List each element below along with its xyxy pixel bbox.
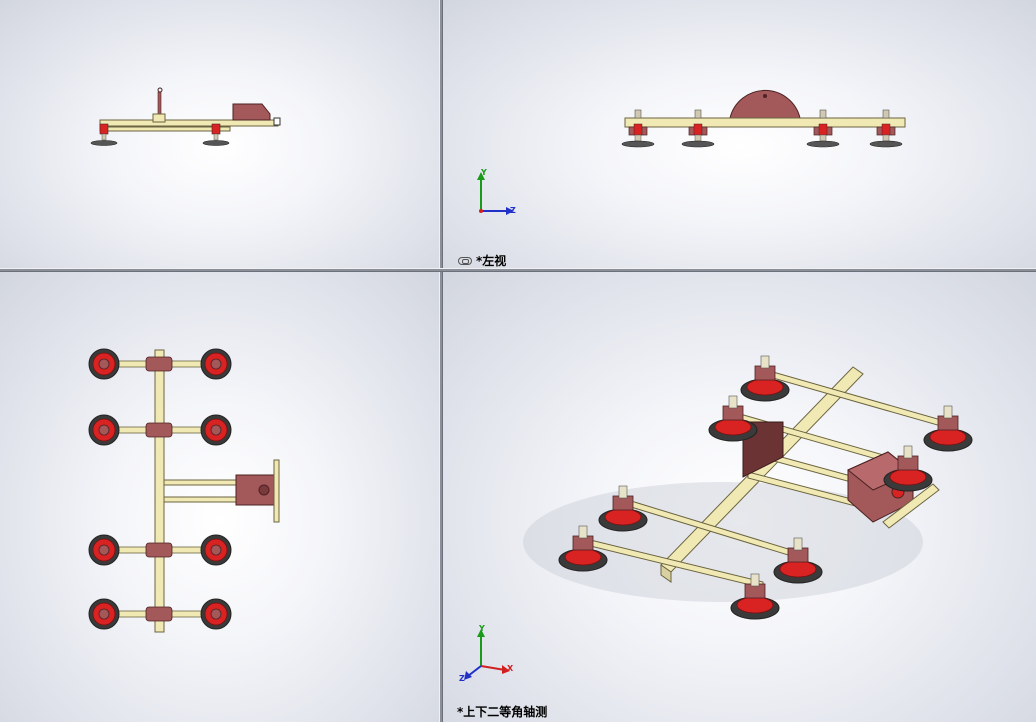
viewport-left[interactable]: Y Z *左视 (443, 0, 1036, 268)
suction-cup-unit (598, 485, 648, 532)
top-view-model (88, 348, 280, 633)
suction-cup-unit (730, 573, 780, 620)
suction-cup-unit (740, 355, 790, 402)
cup-arm (88, 534, 232, 566)
viewport-top[interactable] (0, 272, 439, 722)
horizontal-splitter[interactable] (0, 268, 1036, 272)
view-name-label-iso: *上下二等角轴测 (457, 703, 547, 720)
vertical-splitter[interactable] (439, 0, 443, 722)
suction-cup-unit (708, 395, 758, 442)
view-name-label: *左视 (458, 252, 506, 268)
suction-cup-unit (883, 445, 933, 492)
front-view-model (90, 87, 281, 146)
link-icon (458, 256, 472, 265)
view-name-text: *左视 (476, 254, 507, 268)
axis-label-y: Y (481, 168, 487, 177)
suction-cup-unit (681, 109, 715, 148)
isometric-view-model (523, 355, 973, 620)
suction-cup-unit (806, 109, 840, 148)
view-name-text-iso: *上下二等角轴测 (457, 705, 548, 719)
suction-cup-unit (558, 525, 608, 572)
suction-cup-unit (869, 109, 903, 148)
suction-cup-unit (621, 109, 655, 148)
axis-triad (477, 172, 514, 215)
suction-cup-unit (773, 537, 823, 584)
axis-triad-iso (464, 629, 510, 680)
suction-cup-unit (923, 405, 973, 452)
cup-arm (88, 598, 232, 630)
axis-label-y-iso: Y (479, 624, 485, 633)
viewport-front[interactable] (0, 0, 439, 268)
left-view-model (621, 89, 906, 148)
cup-arm (88, 414, 232, 446)
axis-label-z: Z (510, 206, 516, 215)
viewport-isometric[interactable]: Y X Z *上下二等角轴测 (443, 272, 1036, 722)
cup-arm (88, 348, 232, 380)
axis-label-z-iso: Z (459, 674, 465, 683)
axis-label-x-iso: X (507, 664, 514, 673)
